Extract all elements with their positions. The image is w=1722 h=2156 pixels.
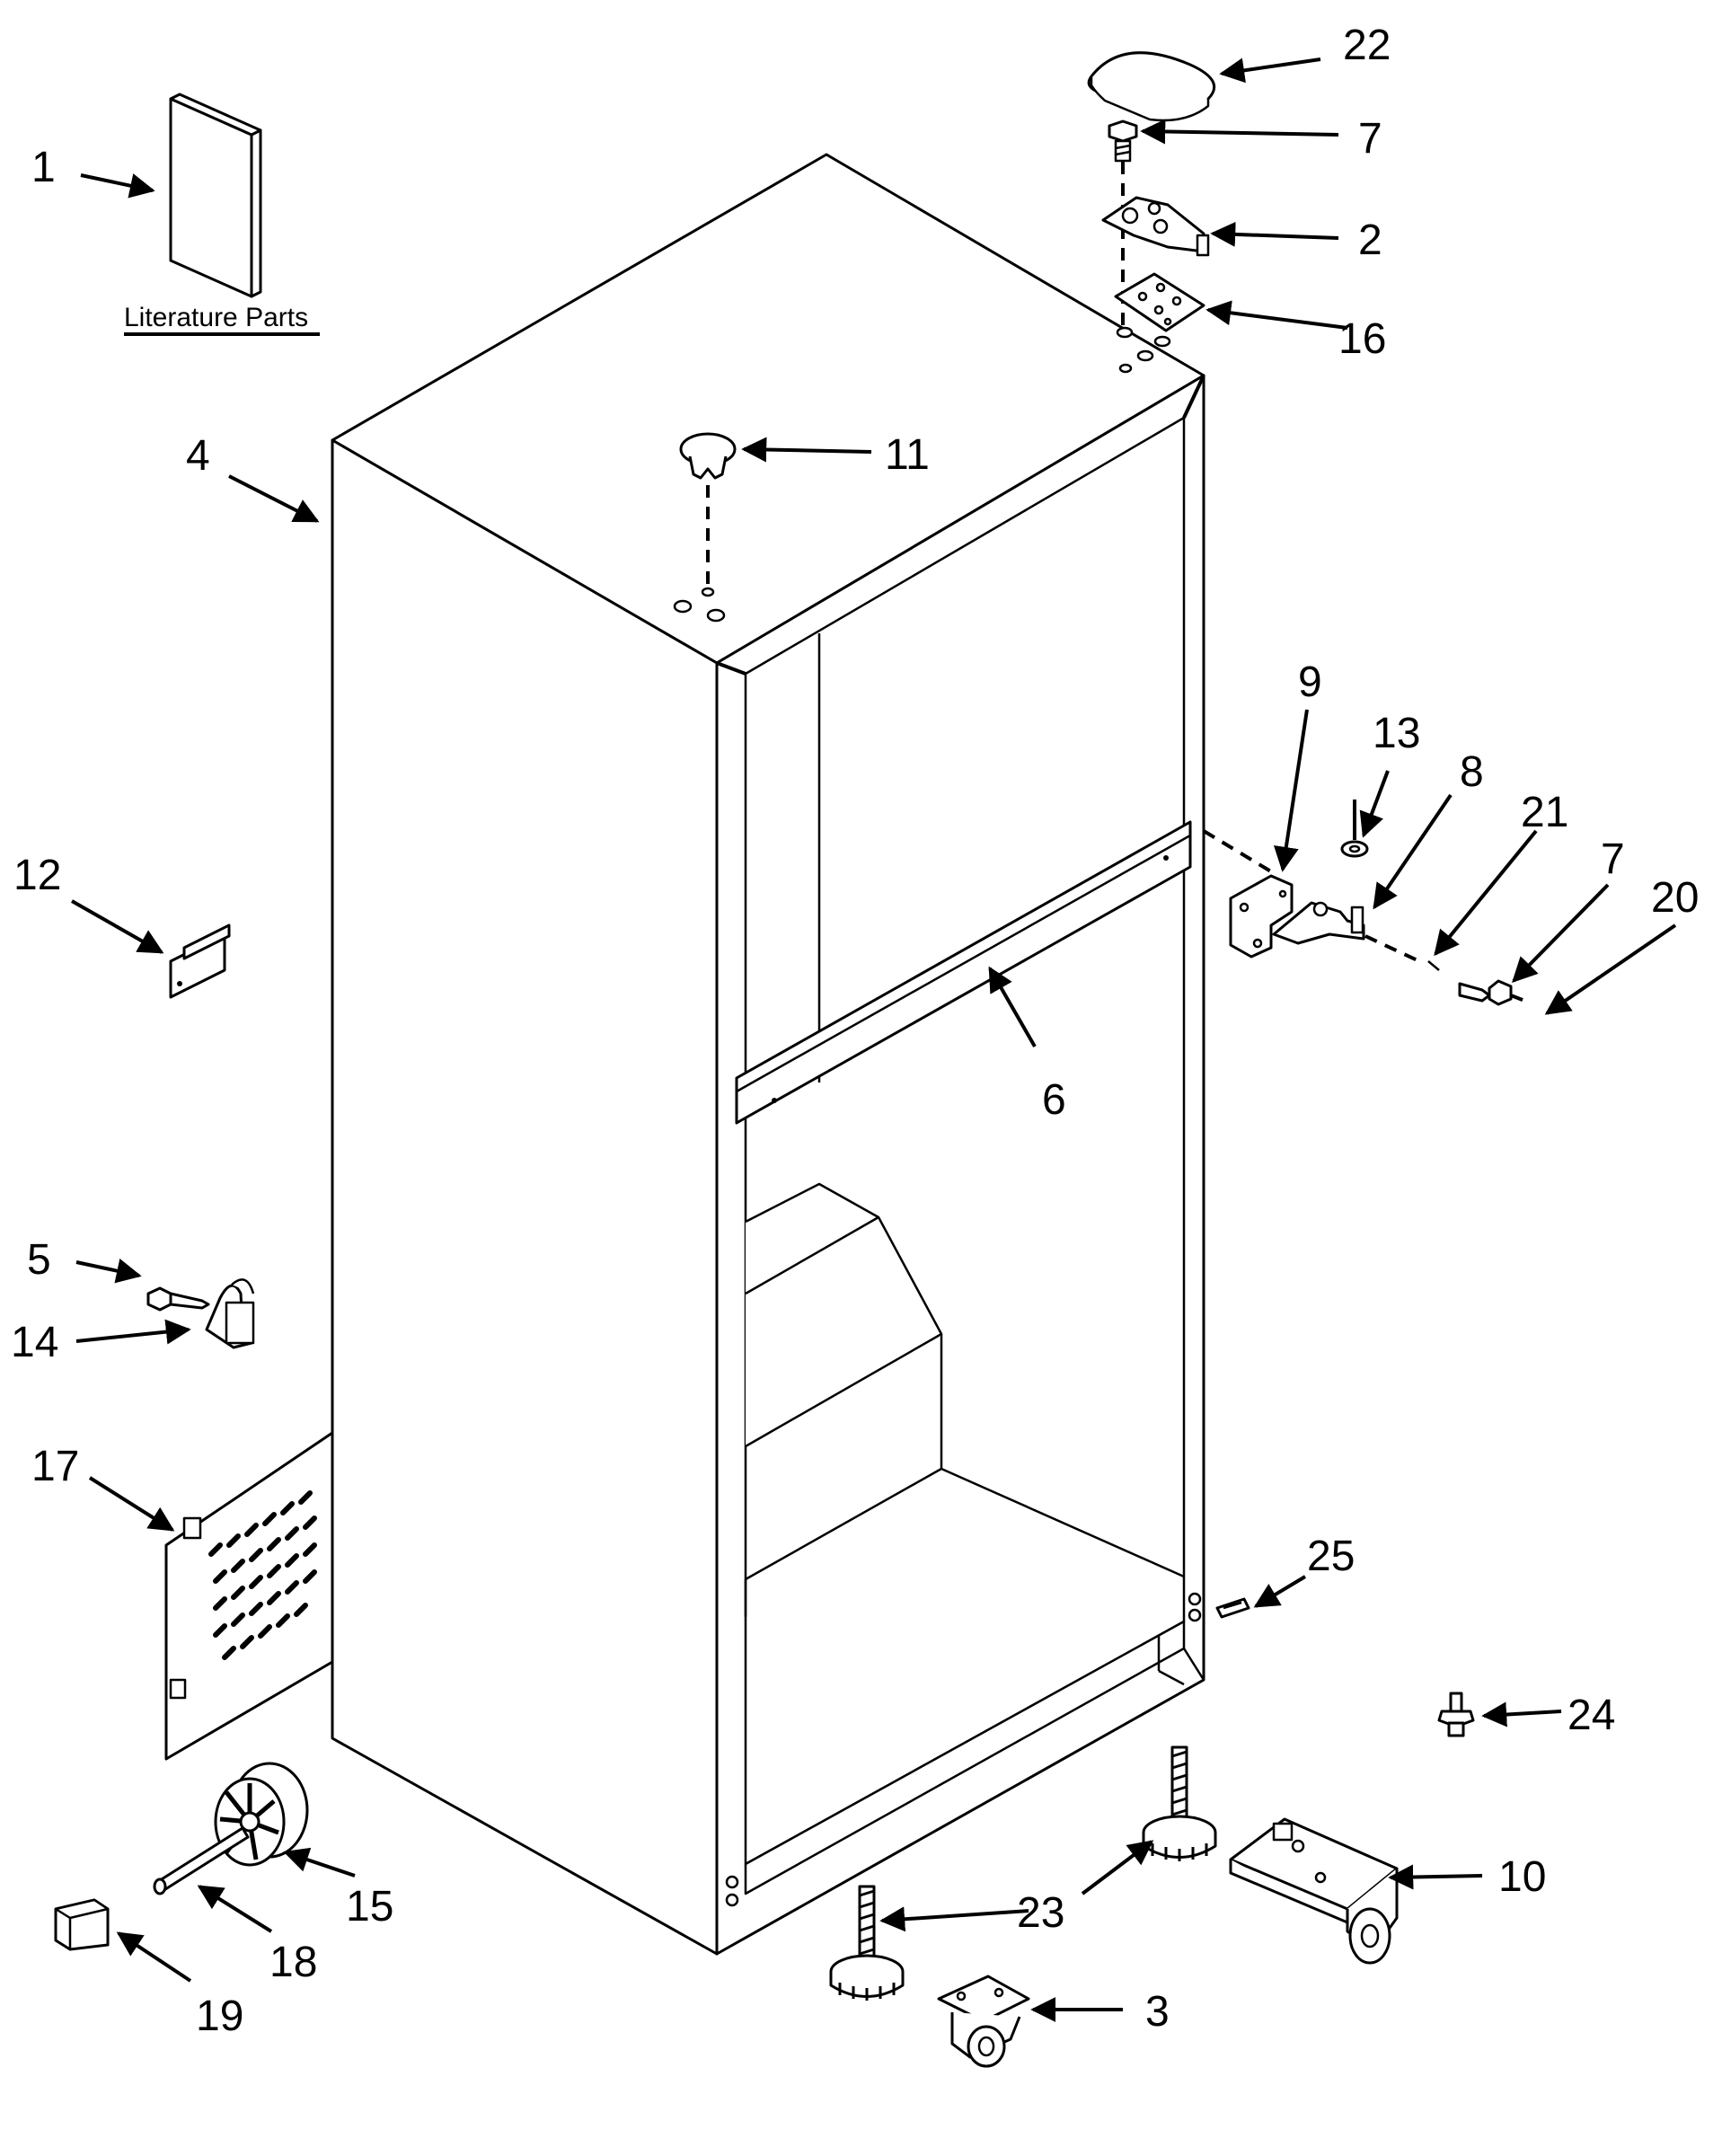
callout-20: 20	[1651, 874, 1699, 922]
callout-16: 16	[1338, 315, 1386, 363]
door-stop-bracket	[1229, 874, 1294, 959]
end-cap	[54, 1898, 110, 1951]
callout-24: 24	[1567, 1692, 1615, 1739]
callout-7-top: 7	[1358, 115, 1382, 163]
mounting-screw	[1437, 1692, 1475, 1737]
hinge-cover	[1087, 51, 1216, 122]
literature-book	[169, 93, 262, 298]
front-caster	[937, 1975, 1030, 2068]
callout-19: 19	[196, 1993, 243, 2040]
literature-parts-caption: Literature Parts	[124, 303, 308, 332]
callout-5: 5	[27, 1236, 51, 1284]
clip-bracket	[169, 923, 231, 999]
center-rail	[735, 820, 1192, 1125]
callout-17: 17	[31, 1443, 79, 1490]
small-plate	[1215, 1597, 1250, 1619]
callout-23: 23	[1017, 1889, 1064, 1937]
callout-22: 22	[1343, 22, 1391, 69]
top-hinge	[1101, 196, 1210, 257]
cabinet	[331, 153, 1205, 1956]
callout-8: 8	[1460, 748, 1484, 796]
lower-hinge	[1272, 901, 1365, 945]
latch-bracket	[205, 1278, 255, 1349]
roller-wheel	[214, 1762, 309, 1867]
hinge-shim	[1114, 272, 1205, 332]
callout-9: 9	[1298, 658, 1322, 706]
rear-access-panel	[164, 1431, 334, 1761]
callout-14: 14	[11, 1319, 58, 1366]
callout-12: 12	[13, 852, 61, 899]
axle-pin	[153, 1826, 250, 1895]
callout-13: 13	[1373, 710, 1420, 757]
callout-25: 25	[1307, 1533, 1355, 1580]
leveling-leg-upper	[1142, 1745, 1217, 1861]
callout-2: 2	[1358, 216, 1382, 264]
callout-1: 1	[31, 144, 56, 191]
callout-21: 21	[1521, 789, 1568, 836]
latch-screw	[146, 1286, 210, 1312]
callout-15: 15	[346, 1883, 393, 1931]
callout-18: 18	[269, 1939, 317, 1986]
leveling-leg-lower	[829, 1885, 905, 2001]
spacer	[1427, 960, 1440, 971]
washer	[1340, 800, 1369, 858]
callout-4: 4	[186, 432, 210, 480]
rear-roller-assembly	[1229, 1817, 1399, 1965]
callout-6: 6	[1042, 1076, 1066, 1124]
callout-11: 11	[885, 431, 930, 479]
callout-leaders	[71, 57, 1677, 2022]
top-plug	[679, 432, 737, 586]
callout-7-door: 7	[1601, 835, 1625, 883]
callout-10: 10	[1498, 1853, 1546, 1901]
door-stop-screw	[1458, 979, 1528, 1006]
callout-3: 3	[1145, 1988, 1170, 2036]
